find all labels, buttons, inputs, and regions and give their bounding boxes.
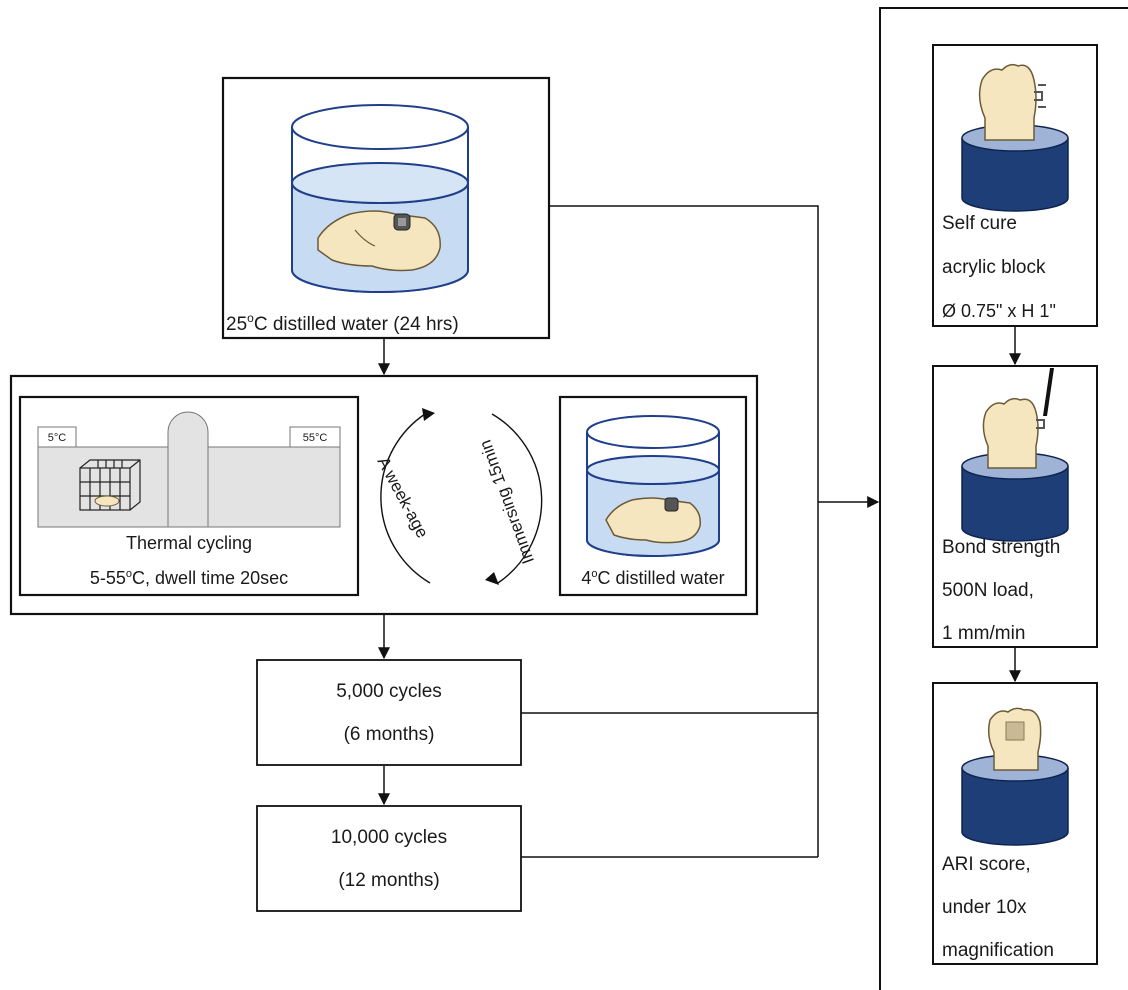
bond-line2: 500N load, xyxy=(942,580,1034,601)
shear-blade-icon xyxy=(1043,368,1054,416)
ari-score-box: ARI score, under 10x magnification xyxy=(932,682,1098,965)
hot-tank-label: 55°C xyxy=(303,432,328,444)
cycles-5000-count: 5,000 cycles xyxy=(336,681,442,702)
tooth-icon xyxy=(605,497,702,544)
tooth-icon xyxy=(982,397,1039,469)
hot-tank-tag xyxy=(289,426,341,448)
bond-line1: Bond strength xyxy=(942,537,1060,558)
acrylic-cylinder-icon xyxy=(961,754,1069,846)
cycles-10000-box: 10,000 cycles (12 months) xyxy=(256,805,522,912)
tooth-icon xyxy=(317,210,441,272)
bracket-icon xyxy=(664,497,679,512)
cold-tank-tag xyxy=(37,426,77,448)
bracket-icon xyxy=(1036,419,1045,429)
block-line3: Ø 0.75" x H 1" xyxy=(942,301,1056,321)
week-age-arc xyxy=(380,413,431,584)
block-line1: Self cure xyxy=(942,213,1017,234)
caged-tooth-icon xyxy=(94,495,120,507)
thermal-title: Thermal cycling xyxy=(126,533,252,553)
specimen-cage-icon xyxy=(79,459,141,511)
bond-line3: 1 mm/min xyxy=(942,623,1025,644)
cycles-5000-duration: (6 months) xyxy=(344,724,435,745)
connector-bus xyxy=(549,205,819,857)
cold-tank-label: 5°C xyxy=(48,432,67,444)
thermal-cycling-panel: 5°C 55°C Thermal cycling 5-55oC, dwell t… xyxy=(18,395,360,597)
ari-line3: magnification xyxy=(942,940,1054,961)
bracket-icon xyxy=(393,213,411,231)
bond-strength-box: Bond strength 500N load, 1 mm/min xyxy=(932,365,1098,648)
thermal-detail: 5-55oC, dwell time 20sec xyxy=(90,568,288,588)
acrylic-block-box: Self cure acrylic block Ø 0.75" x H 1" xyxy=(932,44,1098,327)
storage-caption: 4oC distilled water xyxy=(581,568,724,588)
ari-line1: ARI score, xyxy=(942,854,1031,875)
immersing-arc xyxy=(491,413,543,584)
immersion-caption: 25oC distilled water (24 hrs) xyxy=(226,311,459,335)
bracket-icon xyxy=(1034,84,1046,108)
ari-line2: under 10x xyxy=(942,897,1027,918)
divider-wall xyxy=(167,411,209,528)
storage-panel: 4oC distilled water xyxy=(558,395,748,597)
block-line2: acrylic block xyxy=(942,257,1046,278)
tooth-icon xyxy=(978,63,1037,141)
testing-column-frame xyxy=(879,7,1128,990)
cycles-5000-box: 5,000 cycles (6 months) xyxy=(256,659,522,766)
immersion-box: 25oC distilled water (24 hrs) xyxy=(221,76,551,340)
cycles-10000-duration: (12 months) xyxy=(338,870,439,891)
adhesive-remnant-icon xyxy=(1005,721,1025,741)
cycles-10000-count: 10,000 cycles xyxy=(331,827,447,848)
